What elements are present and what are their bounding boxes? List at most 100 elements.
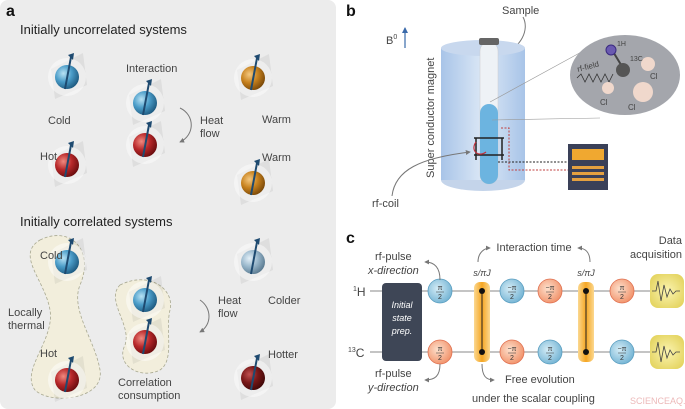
panel-b: b Sample B0 Super conductor magnet	[346, 3, 680, 210]
pulse-c-3: π2	[537, 339, 563, 365]
pulse-numerator: −π	[546, 285, 555, 292]
pulse-denominator: 2	[548, 294, 552, 301]
spin-arrow-icon	[64, 359, 72, 393]
pulse-c-2: −π 2	[499, 339, 525, 365]
spin-arrow-icon	[64, 56, 72, 90]
pulse-h-1: π2	[427, 278, 453, 304]
label-magnet: Super conductor magnet	[425, 58, 437, 178]
pulse-h-3: −π 2	[537, 278, 563, 304]
coil-wire-red	[501, 127, 569, 171]
coupling-bar-1	[474, 282, 490, 362]
free-evolution-arrow	[481, 363, 495, 383]
label-b0: B0	[386, 34, 397, 47]
label-cold-2: Cold	[40, 250, 63, 262]
label-rf-x-2: x-direction	[367, 265, 419, 277]
spin-arrow-icon	[64, 241, 72, 275]
pulse-denominator: 2	[620, 355, 624, 362]
label-interaction-time: Interaction time	[496, 242, 571, 254]
pulse-numerator: −π	[618, 346, 627, 353]
label-rf-y-2: y-direction	[367, 382, 419, 394]
pulse-numerator: π	[438, 346, 443, 353]
label-heat-flow-2a: Heat	[218, 295, 241, 307]
spin-arrow-icon	[64, 144, 72, 178]
pulse-numerator: π	[620, 285, 625, 292]
label-sample: Sample	[502, 5, 539, 17]
panel-a-background	[0, 0, 336, 409]
pulse-denominator: 2	[510, 294, 514, 301]
molecule-inset: rf-field 1H 13C Cl Cl Cl	[570, 35, 680, 115]
label-c-channel: 13C	[348, 346, 365, 360]
spin-ball-warm-1	[234, 54, 273, 100]
spin-balls	[48, 53, 273, 402]
interaction-arrow-left	[477, 245, 491, 263]
pulse-h-4: π2	[609, 278, 635, 304]
heat-flow-arrow-2	[199, 299, 210, 333]
label-warm-2: Warm	[262, 152, 291, 164]
sample-tube	[479, 38, 499, 185]
spin-arrow-icon	[250, 57, 258, 91]
label-cold: Cold	[48, 115, 71, 127]
label-c-atom: 13C	[630, 56, 643, 63]
label-heat-flow-1a: Heat	[200, 115, 223, 127]
pulse-denominator: 2	[438, 355, 442, 362]
zoom-line-bottom	[491, 117, 601, 121]
spin-arrow-icon	[142, 124, 150, 158]
label-heat-flow-1b: flow	[200, 128, 220, 140]
spin-arrow-icon	[142, 279, 150, 313]
spin-ball-hotter	[234, 354, 273, 400]
label-cl-1: Cl	[650, 72, 658, 81]
spin-ball-cold	[48, 53, 87, 99]
label-locally: Locally	[8, 307, 43, 319]
label-rf-coil: rf-coil	[372, 198, 399, 210]
interaction-arrow-right	[577, 245, 591, 263]
coupling-label-2: s/πJ	[577, 268, 595, 278]
label-h-atom: 1H	[617, 41, 626, 48]
label-free-evolution: Free evolution	[505, 374, 575, 386]
label-h-channel: 1H	[353, 285, 366, 299]
label-state: state	[392, 313, 412, 323]
label-interaction: Interaction	[126, 63, 177, 75]
initial-state-box	[382, 283, 422, 361]
label-hotter: Hotter	[268, 349, 298, 361]
spectrometer-icon	[568, 144, 608, 190]
label-data: Data	[659, 235, 683, 247]
pulse-denominator: 2	[510, 355, 514, 362]
spin-arrow-icon	[142, 82, 150, 116]
acquisition-h	[650, 274, 684, 308]
spin-ball-correlated-hot	[126, 318, 165, 364]
label-consumption: consumption	[118, 390, 180, 402]
rf-x-arrow	[424, 259, 441, 281]
spin-ball-warm-2	[234, 159, 273, 205]
pulse-denominator: 2	[620, 294, 624, 301]
spin-ball-cold-2	[48, 238, 87, 284]
spin-ball-interaction-cold	[126, 79, 165, 125]
correlation-blob-left	[29, 235, 101, 399]
rf-y-arrow	[424, 363, 441, 383]
coupling-label-1: s/πJ	[473, 268, 491, 278]
rf-coil-icon	[473, 137, 504, 160]
spin-ball-hot-2	[48, 356, 87, 402]
pulse-numerator: −π	[508, 346, 517, 353]
label-rf-y-1: rf-pulse	[375, 368, 412, 380]
spin-ball-colder	[234, 238, 273, 284]
spin-arrow-icon	[142, 321, 150, 355]
panel-c-letter: c	[346, 230, 355, 247]
pulse-numerator: π	[438, 285, 443, 292]
correlated-title: Initially correlated systems	[20, 214, 173, 229]
heat-flow-arrow-1	[179, 107, 192, 143]
label-prep: prep.	[391, 326, 413, 336]
spin-arrow-icon	[250, 357, 258, 391]
spin-ball-hot	[48, 141, 87, 187]
spin-ball-correlated-cold	[126, 276, 165, 322]
uncorrelated-title: Initially uncorrelated systems	[20, 22, 187, 37]
label-thermal: thermal	[8, 320, 45, 332]
label-warm-1: Warm	[262, 114, 291, 126]
watermark: SCIENCEAQ.COM	[630, 396, 685, 406]
panel-c: c 1H 13C Initial state prep. s/πJ s/πJ π…	[346, 230, 684, 405]
pulse-denominator: 2	[548, 355, 552, 362]
pulse-denominator: 2	[438, 294, 442, 301]
spin-arrow-icon	[250, 241, 258, 275]
panel-b-letter: b	[346, 3, 356, 20]
